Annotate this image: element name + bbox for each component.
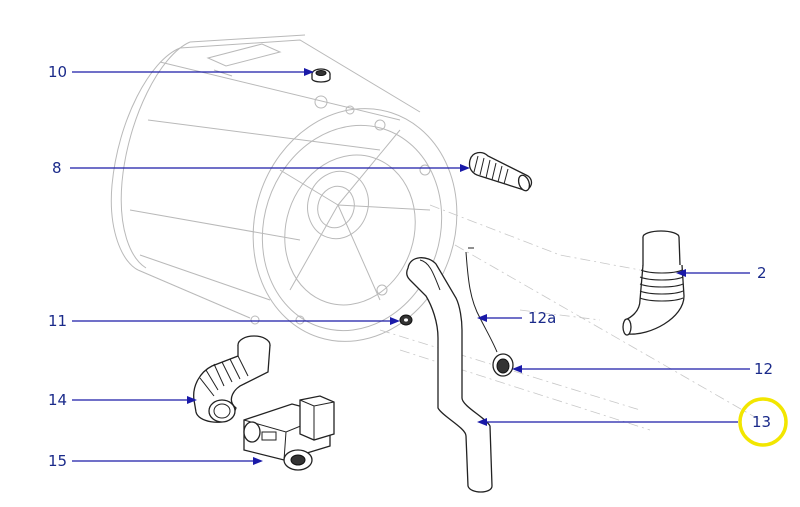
callout-label-12: 12: [754, 360, 773, 378]
callout-label-14: 14: [48, 391, 67, 409]
leader-lines: [70, 68, 750, 465]
callout-label-10: 10: [48, 63, 67, 81]
callout-label-11: 11: [48, 312, 67, 330]
part-13-drain-hose: [406, 257, 493, 493]
part-15-drain-pump: [243, 395, 335, 471]
part-10-plug: [311, 68, 331, 83]
part-12-cap: [492, 353, 514, 377]
part-11-grommet: [399, 314, 413, 326]
highlight-ring: [738, 397, 788, 447]
callout-label-12a: 12a: [528, 309, 556, 327]
tub-ghost: [110, 34, 458, 342]
callout-labels: 10 8 2 11 12a 12 14 13 15: [48, 63, 773, 470]
part-8-ribbed-connector: [468, 151, 533, 192]
part-12a-thin-hose: [465, 247, 498, 353]
callout-label-2: 2: [757, 264, 767, 282]
callout-label-15: 15: [48, 452, 67, 470]
callout-label-13: 13: [752, 413, 771, 431]
part-2-elbow-hose: [622, 230, 685, 336]
part-14-bellows-hose: [193, 335, 271, 423]
callout-label-8: 8: [52, 159, 62, 177]
